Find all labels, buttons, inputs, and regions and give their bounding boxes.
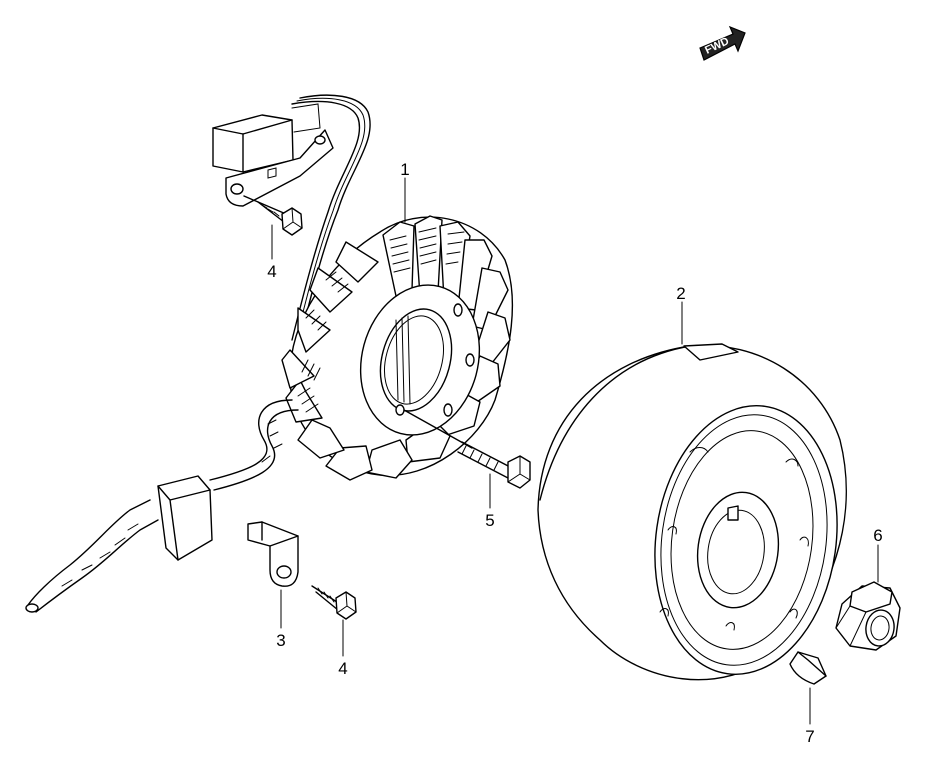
wiring-harness: [212, 94, 371, 341]
callout-6: 6: [873, 526, 882, 545]
callout-3: 3: [276, 631, 285, 650]
fwd-direction-badge: FWD: [699, 25, 746, 61]
bracket-screw-bottom: [311, 585, 357, 620]
callout-7: 7: [805, 727, 814, 746]
callout-4-top: 4: [267, 262, 276, 281]
rotor-nut: [835, 581, 901, 651]
stator-bolt: [403, 409, 531, 489]
callout-2: 2: [676, 284, 685, 303]
bracket-hole: [276, 565, 292, 579]
mount-hole-upper: [230, 183, 244, 195]
stator-coil-assembly: [281, 215, 514, 481]
callout-1: 1: [400, 160, 409, 179]
bracket-screw-top: [243, 195, 303, 236]
rotor-flywheel: [537, 343, 847, 681]
bracket: [247, 521, 299, 587]
woodruff-key: [789, 651, 827, 685]
callout-5: 5: [485, 511, 494, 530]
lower-harness-connector: [25, 399, 299, 613]
callout-4-bottom: 4: [338, 659, 347, 678]
